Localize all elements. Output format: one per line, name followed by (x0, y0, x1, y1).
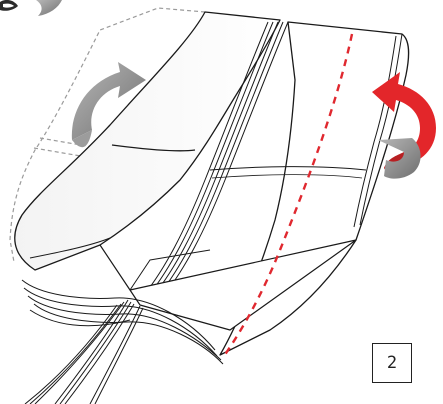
fold-line-red-dashed (223, 33, 354, 357)
curved-arrow-red-icon (372, 72, 436, 179)
step-number-badge: 2 (372, 343, 412, 383)
curved-arrow-grey-icon (71, 62, 146, 148)
rotation-arrows-icon (0, 0, 62, 16)
bottom-pocket (99, 239, 357, 331)
left-folded-panel (14, 11, 281, 271)
suspension-lines (24, 299, 144, 404)
step-number-label: 2 (386, 353, 398, 373)
central-ridge-layers (139, 21, 289, 301)
bottom-left-stack (21, 279, 224, 365)
